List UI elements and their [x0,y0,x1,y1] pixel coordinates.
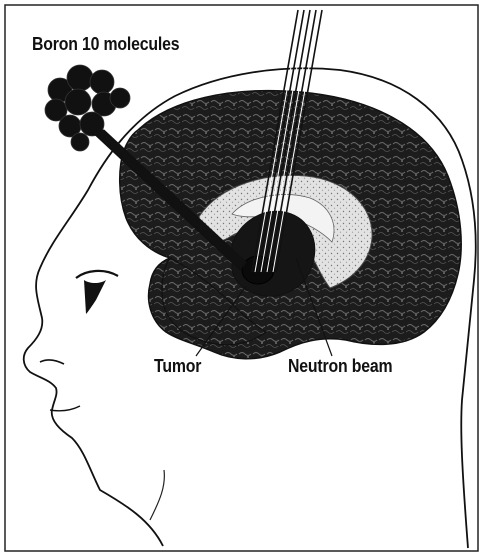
neutron-beam-label: Neutron beam [288,356,392,377]
boron-label: Boron 10 molecules [32,34,179,55]
tumor-label: Tumor [154,356,201,377]
